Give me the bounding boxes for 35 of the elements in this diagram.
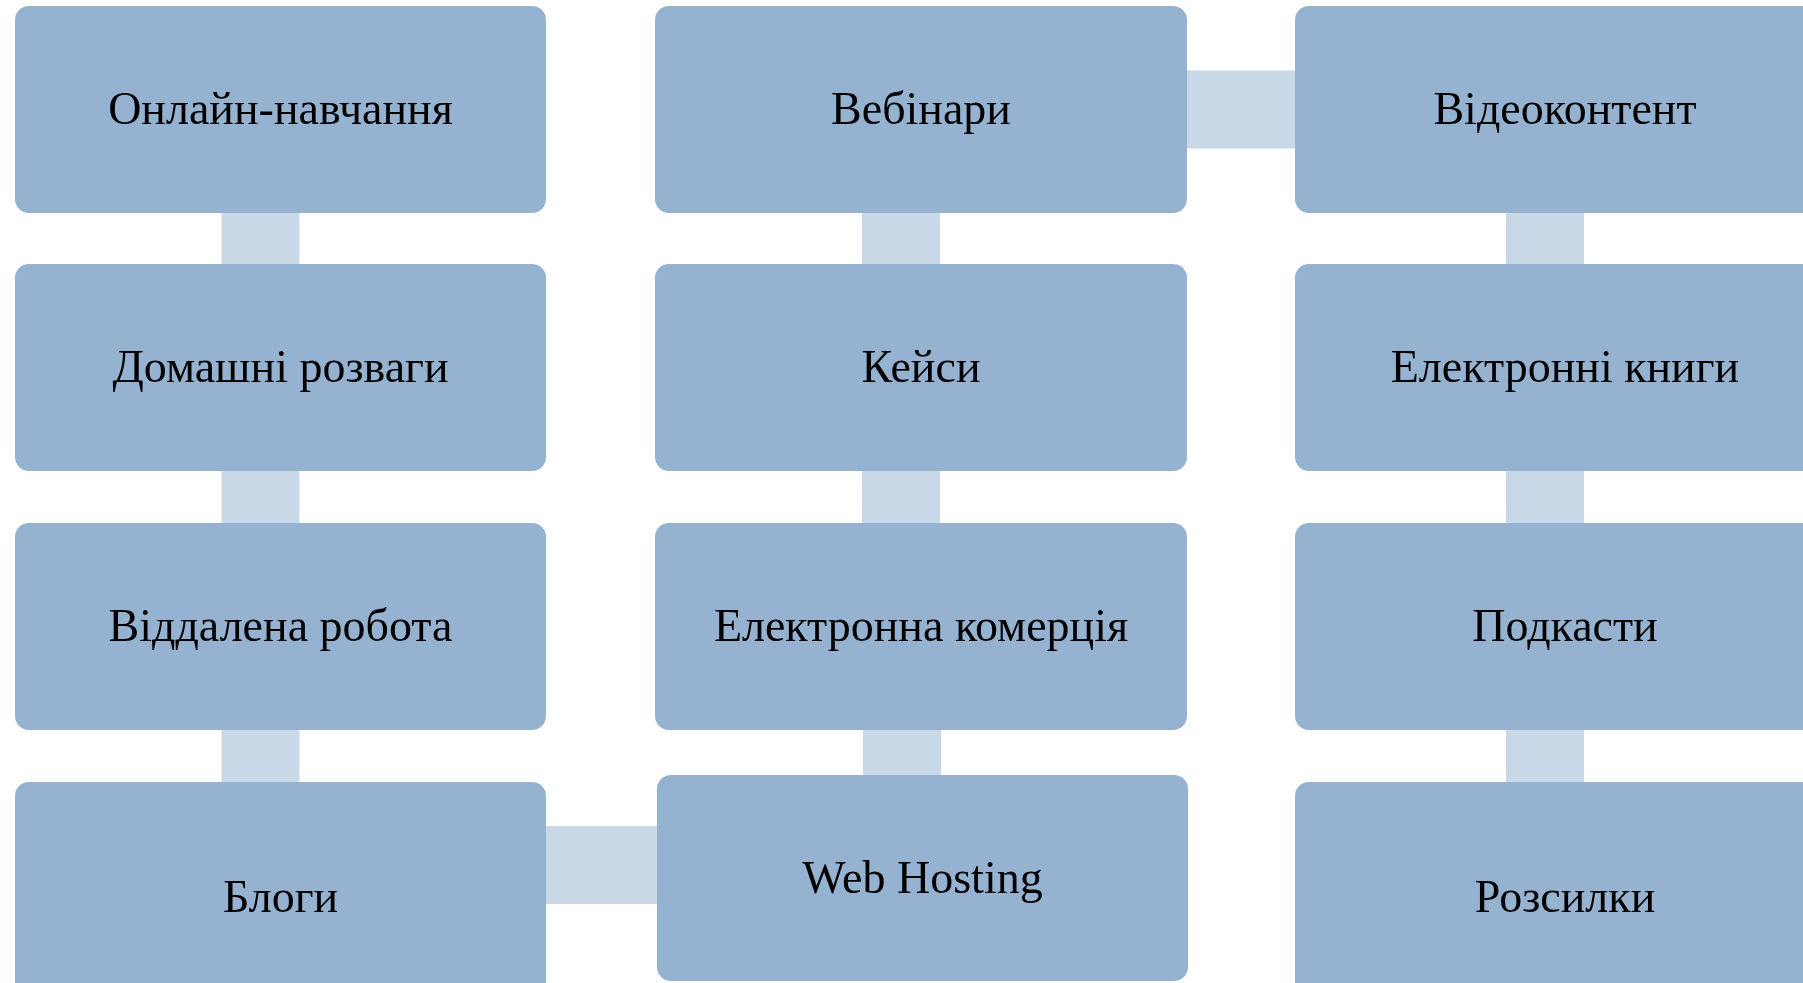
box-label: Розсилки <box>1474 870 1656 924</box>
process-box <box>655 6 1187 213</box>
connector-bar <box>1506 730 1584 782</box>
process-box <box>657 775 1188 981</box>
process-box <box>655 523 1187 730</box>
connector-bar <box>546 826 657 904</box>
box-label: Віддалена робота <box>108 600 453 653</box>
process-box <box>15 782 546 983</box>
process-box <box>15 523 546 730</box>
process-box <box>655 264 1187 471</box>
connector-bar <box>1187 70 1295 149</box>
process-box <box>1295 782 1803 983</box>
process-box <box>1295 264 1803 471</box>
connector-bar <box>1506 213 1584 264</box>
connector-bar <box>862 471 940 523</box>
box-label: Онлайн-навчання <box>108 83 453 136</box>
box-label: Блоги <box>222 870 339 924</box>
connector-bar <box>221 213 300 264</box>
process-box <box>1295 6 1803 213</box>
box-label: Електронні книги <box>1390 341 1740 394</box>
box-label: Подкасти <box>1472 600 1658 653</box>
box-label: Кейси <box>861 341 981 394</box>
box-label: Web Hosting <box>802 851 1043 905</box>
connector-bar <box>221 730 300 782</box>
box-label: Відеоконтент <box>1433 83 1697 136</box>
process-box <box>15 264 546 471</box>
connector-bar <box>862 213 940 264</box>
connector-bar <box>221 471 300 523</box>
process-box <box>1295 523 1803 730</box>
box-label: Вебінари <box>831 83 1011 136</box>
connector-bar <box>1506 471 1584 523</box>
process-box <box>15 6 546 213</box>
box-label: Електронна комерція <box>713 600 1129 653</box>
connector-bar <box>863 730 941 775</box>
box-label: Домашні розваги <box>112 341 449 394</box>
